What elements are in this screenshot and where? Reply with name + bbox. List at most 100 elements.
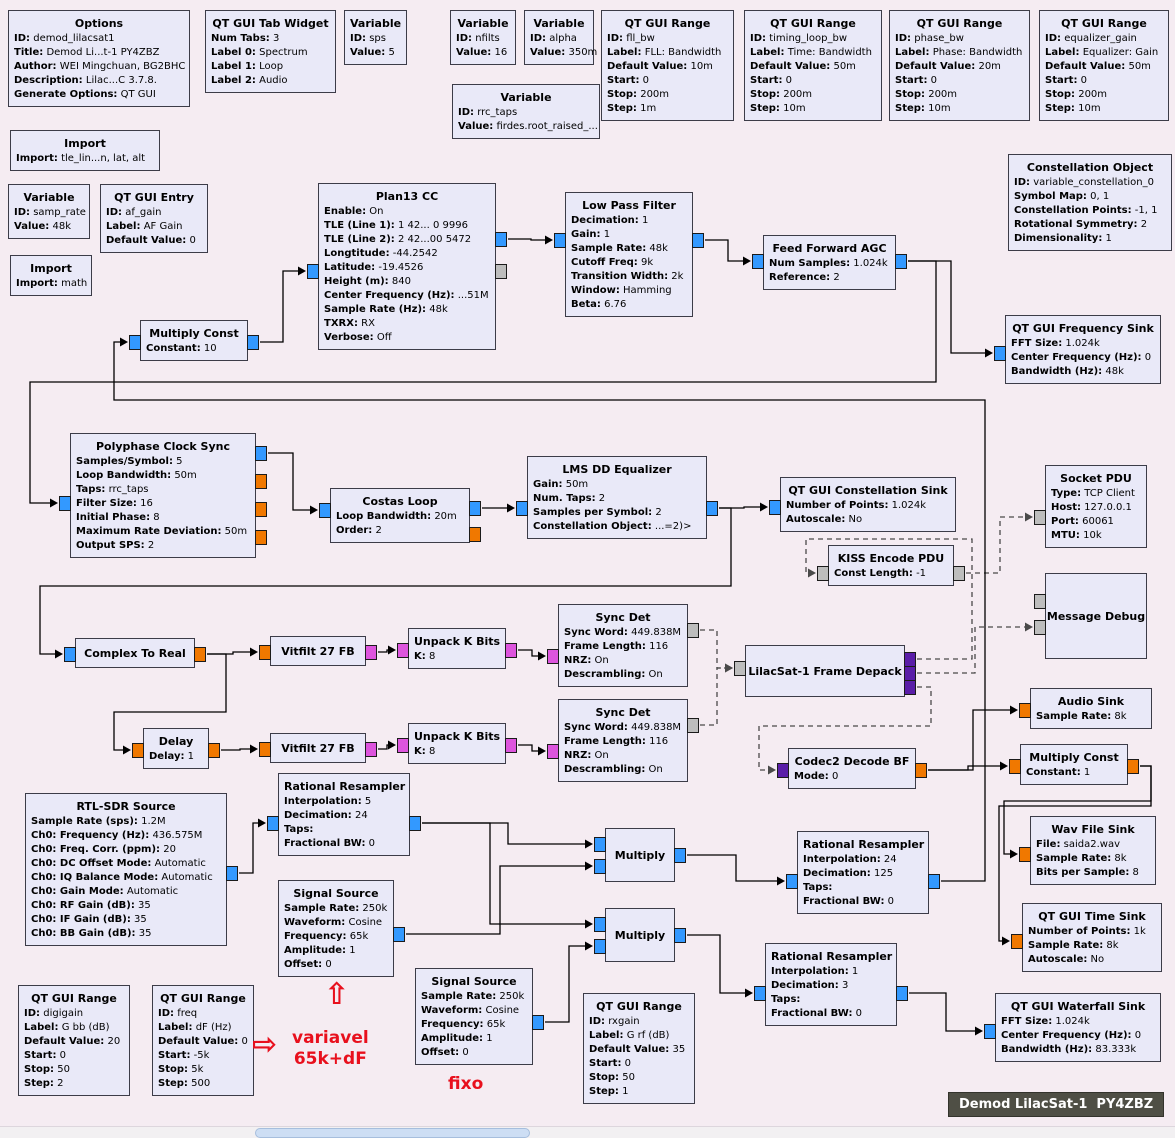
port-in-complex[interactable] [64, 647, 76, 662]
block-mult1[interactable]: Multiply [594, 828, 686, 882]
port-out-complex[interactable] [495, 232, 507, 247]
port-in-complex[interactable] [594, 939, 606, 954]
port-out-msg[interactable] [687, 623, 699, 638]
port-in-float[interactable] [132, 743, 144, 758]
port-out-float[interactable] [255, 502, 267, 517]
port-out-float[interactable] [469, 527, 481, 542]
port-in-complex[interactable] [307, 264, 319, 279]
port-out-complex[interactable] [409, 816, 421, 831]
port-in-complex[interactable] [994, 346, 1006, 361]
block-mult2[interactable]: Multiply [594, 908, 686, 962]
port-out-complex[interactable] [674, 928, 686, 943]
port-out-complex[interactable] [255, 446, 267, 461]
port-out-complex[interactable] [895, 254, 907, 269]
scrollbar-thumb[interactable] [255, 1128, 530, 1138]
port-out-complex[interactable] [706, 501, 718, 516]
port-out-byte[interactable] [365, 645, 377, 660]
port-in-complex[interactable] [594, 837, 606, 852]
port-out-complex[interactable] [532, 1015, 544, 1030]
port-in-byte[interactable] [397, 738, 409, 753]
port-in-complex[interactable] [59, 496, 71, 511]
port-out-msg[interactable] [953, 566, 965, 581]
port-in-complex[interactable] [769, 500, 781, 515]
port-out-complex[interactable] [674, 848, 686, 863]
port-in-msg[interactable] [1034, 510, 1046, 525]
port-out-byte[interactable] [505, 643, 517, 658]
port-in-byte[interactable] [547, 649, 559, 664]
port-in-complex[interactable] [554, 233, 566, 248]
port-out-float[interactable] [255, 530, 267, 545]
port-out-byte[interactable] [365, 742, 377, 757]
port-in-float[interactable] [1019, 847, 1031, 862]
port-out-float[interactable] [1127, 759, 1139, 774]
port-out-float[interactable] [915, 763, 927, 778]
port-in-complex[interactable] [516, 501, 528, 516]
port-in-pdu[interactable] [777, 763, 789, 778]
block-vit1[interactable]: Vitfilt 27 FB [259, 636, 377, 666]
port-in-complex[interactable] [754, 986, 766, 1001]
port-out-float[interactable] [208, 743, 220, 758]
port-out-pdu[interactable] [904, 680, 916, 695]
port-in-float[interactable] [259, 645, 271, 660]
port-out-pdu[interactable] [904, 652, 916, 667]
port-in-byte[interactable] [397, 643, 409, 658]
port-out-complex[interactable] [896, 986, 908, 1001]
port-in-msg[interactable] [734, 661, 746, 676]
horizontal-scrollbar[interactable] [0, 1126, 1175, 1138]
port-in-complex[interactable] [267, 816, 279, 831]
port-out-float[interactable] [255, 474, 267, 489]
port-out-msg[interactable] [687, 718, 699, 733]
port-out-complex[interactable] [393, 927, 405, 942]
port-in-complex[interactable] [984, 1024, 996, 1039]
port-out-complex[interactable] [928, 874, 940, 889]
block-msg_debug[interactable]: Message Debug [1034, 573, 1147, 659]
port-in-byte[interactable] [547, 744, 559, 759]
port-out-byte[interactable] [505, 738, 517, 753]
port-in-msg[interactable] [1034, 620, 1046, 635]
port-out-complex[interactable] [247, 335, 259, 350]
port-in-msg[interactable] [817, 566, 829, 581]
port-in-complex[interactable] [594, 859, 606, 874]
block-c2r[interactable]: Complex To Real [64, 638, 206, 668]
port-out-complex[interactable] [692, 233, 704, 248]
port-out-msg[interactable] [495, 264, 507, 279]
port-out-complex[interactable] [469, 501, 481, 516]
port-in-msg[interactable] [1034, 594, 1046, 609]
port-in-float[interactable] [1019, 703, 1031, 718]
